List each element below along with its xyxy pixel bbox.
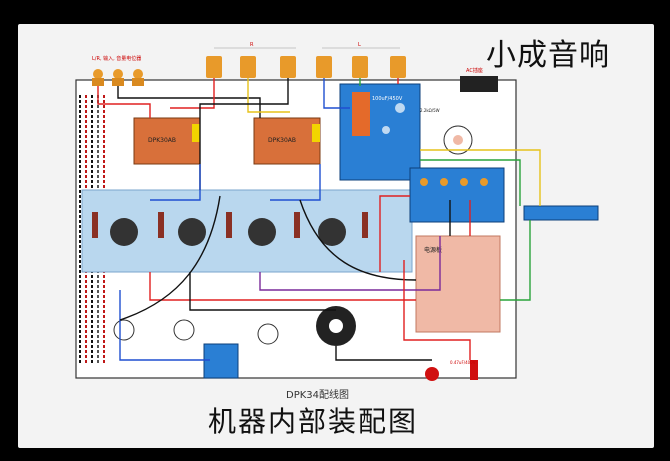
power-led — [425, 367, 439, 381]
top-input-note: L/R, 输入, 音量电位器 — [92, 55, 141, 62]
bias-pots — [420, 178, 488, 186]
driver-board-left — [133, 117, 201, 165]
assembly-subtitle: 机器内部装配图 — [208, 405, 419, 438]
small-socket-3 — [257, 323, 279, 345]
board-right-label: DPK30AB — [268, 137, 296, 144]
resistor-note: 2.2kΩ/5W — [420, 108, 440, 113]
power-board-label: 电源板 — [424, 246, 442, 254]
bottom-note: 0.47uF/400V — [450, 360, 476, 365]
driver-board-right-cap — [312, 124, 320, 142]
speaker-terminals — [206, 47, 406, 78]
brand-title: 小成音响 — [486, 38, 610, 73]
ac-socket — [460, 76, 498, 92]
ac-socket-label: AC插座 — [466, 67, 483, 74]
section-r-label: R — [250, 42, 254, 48]
filter-capacitor — [352, 92, 370, 136]
power-switch — [470, 360, 478, 380]
bias-board — [409, 167, 505, 223]
tube-sockets — [92, 212, 368, 246]
switch-board — [203, 343, 239, 379]
section-l-label: L — [358, 42, 361, 48]
filter-cap-label: 100uF/450V — [372, 96, 403, 102]
driver-board-right — [253, 117, 321, 165]
small-socket-2 — [173, 319, 195, 341]
terminal-strip — [523, 205, 599, 221]
small-socket-1 — [113, 319, 135, 341]
drawing-label: DPK34配线图 — [286, 390, 350, 401]
wiring — [97, 78, 541, 361]
pink-power-board — [415, 235, 501, 333]
input-pots — [92, 69, 144, 86]
driver-board-left-cap — [192, 124, 200, 142]
board-left-label: DPK30AB — [148, 137, 176, 144]
